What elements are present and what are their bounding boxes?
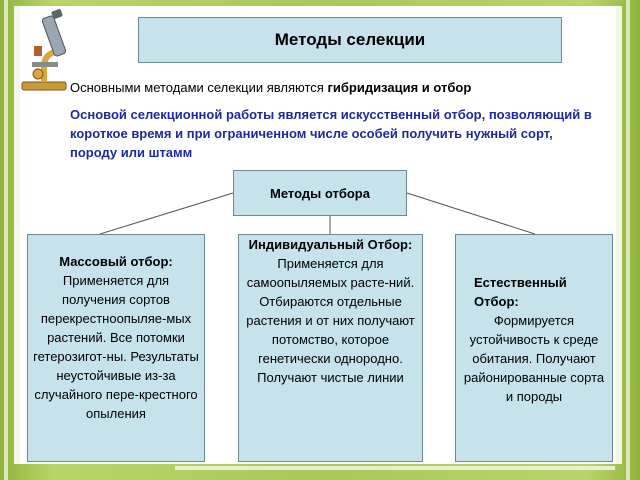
- intro-prefix: Основными методами селекции являются: [70, 80, 328, 95]
- natural-selection-card: Естественный Отбор: Формируется устойчив…: [455, 234, 613, 462]
- mass-selection-card: Массовый отбор: Применяется для получени…: [27, 234, 205, 462]
- intro-text: Основными методами селекции являются гиб…: [70, 80, 471, 95]
- page-title: Методы селекции: [138, 17, 562, 63]
- card-heading: Массовый отбор:: [59, 254, 173, 269]
- card-body: Применяется для самоопыляемых расте-ний.…: [246, 256, 415, 385]
- card-heading: Индивидуальный Отбор:: [248, 237, 413, 252]
- bottom-decoration: [175, 466, 615, 470]
- microscope-icon: [21, 9, 67, 91]
- intro-bold: гибридизация и отбор: [327, 80, 472, 95]
- card-body: Формируется устойчивость к среде обитани…: [463, 313, 605, 404]
- individual-selection-card: Индивидуальный Отбор: Применяется для са…: [238, 234, 423, 462]
- card-heading: Естественный Отбор:: [474, 275, 567, 309]
- methods-box: Методы отбора: [233, 170, 407, 216]
- card-body: Применяется для получения сортов перекре…: [33, 273, 199, 421]
- basis-text: Основой селекционной работы является иск…: [70, 107, 592, 160]
